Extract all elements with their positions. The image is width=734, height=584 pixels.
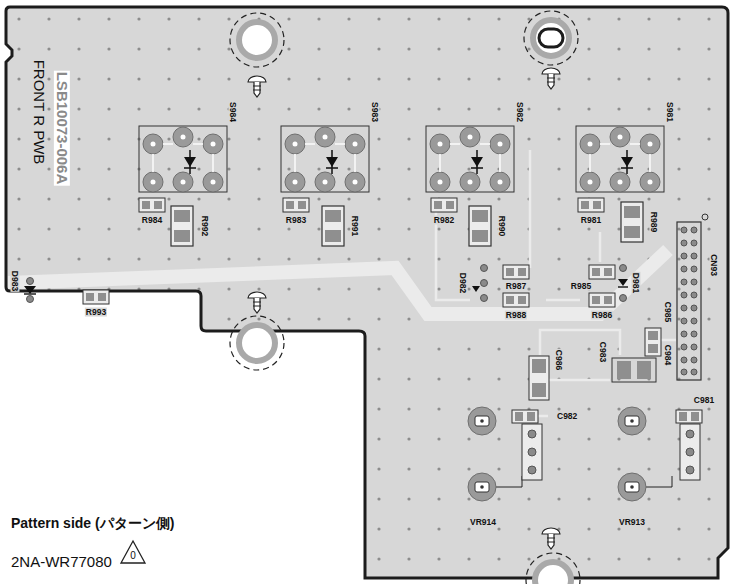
side-caption: Pattern side (パターン側) [10, 516, 175, 531]
resistor-ref: R987 [505, 282, 527, 291]
trimmer-ref: VR914 [469, 518, 497, 527]
warning-triangle [121, 541, 145, 563]
via-dots [6, 7, 728, 578]
mounting-holes [230, 11, 580, 584]
board-name: FRONT R PWB [31, 59, 47, 166]
board-part-number: LSB10073-006A [54, 71, 70, 186]
capacitor-ref: C985 [664, 301, 673, 323]
trimmer-ref: VR913 [618, 518, 646, 527]
switch-ref: S984 [229, 101, 238, 123]
screw-symbols [248, 68, 560, 549]
resistor-footprints [83, 198, 643, 307]
capacitor-ref: C981 [693, 396, 715, 405]
revision-mark: 0 [129, 551, 137, 562]
resistor-ref: R985 [570, 282, 592, 291]
diode-ref: D981 [632, 272, 641, 294]
switch-ref: S981 [666, 101, 675, 123]
resistor-ref: R991 [351, 215, 360, 237]
resistor-ref: R982 [433, 216, 455, 225]
resistor-ref: R986 [591, 311, 613, 320]
capacitor-ref: C984 [664, 344, 673, 366]
diode-ref: D983 [11, 270, 20, 292]
board-substrate [6, 7, 728, 578]
resistor-ref: R983 [285, 216, 307, 225]
drawing-number: 2NA-WR77080 [10, 554, 113, 570]
trimmer-footprints [468, 407, 700, 501]
switch-footprints [139, 126, 664, 192]
capacitor-ref: C983 [599, 341, 608, 363]
capacitor-ref: C982 [556, 412, 578, 421]
diode-footprints [24, 265, 628, 303]
resistor-ref: R990 [498, 215, 507, 237]
resistor-ref: R989 [650, 211, 659, 233]
resistor-ref: R993 [85, 308, 107, 317]
switch-ref: S983 [371, 101, 380, 123]
resistor-ref: R988 [505, 311, 527, 320]
connector-ref: CN93 [710, 253, 719, 277]
capacitor-ref: C986 [555, 349, 564, 371]
resistor-ref: R984 [141, 216, 163, 225]
board-outline [6, 7, 728, 578]
switch-ref: S982 [516, 101, 525, 123]
connector-cn93 [677, 214, 708, 380]
resistor-ref: R981 [580, 216, 602, 225]
diode-ref: D982 [459, 272, 468, 294]
capacitor-footprints [512, 328, 702, 423]
resistor-ref: R992 [201, 215, 210, 237]
